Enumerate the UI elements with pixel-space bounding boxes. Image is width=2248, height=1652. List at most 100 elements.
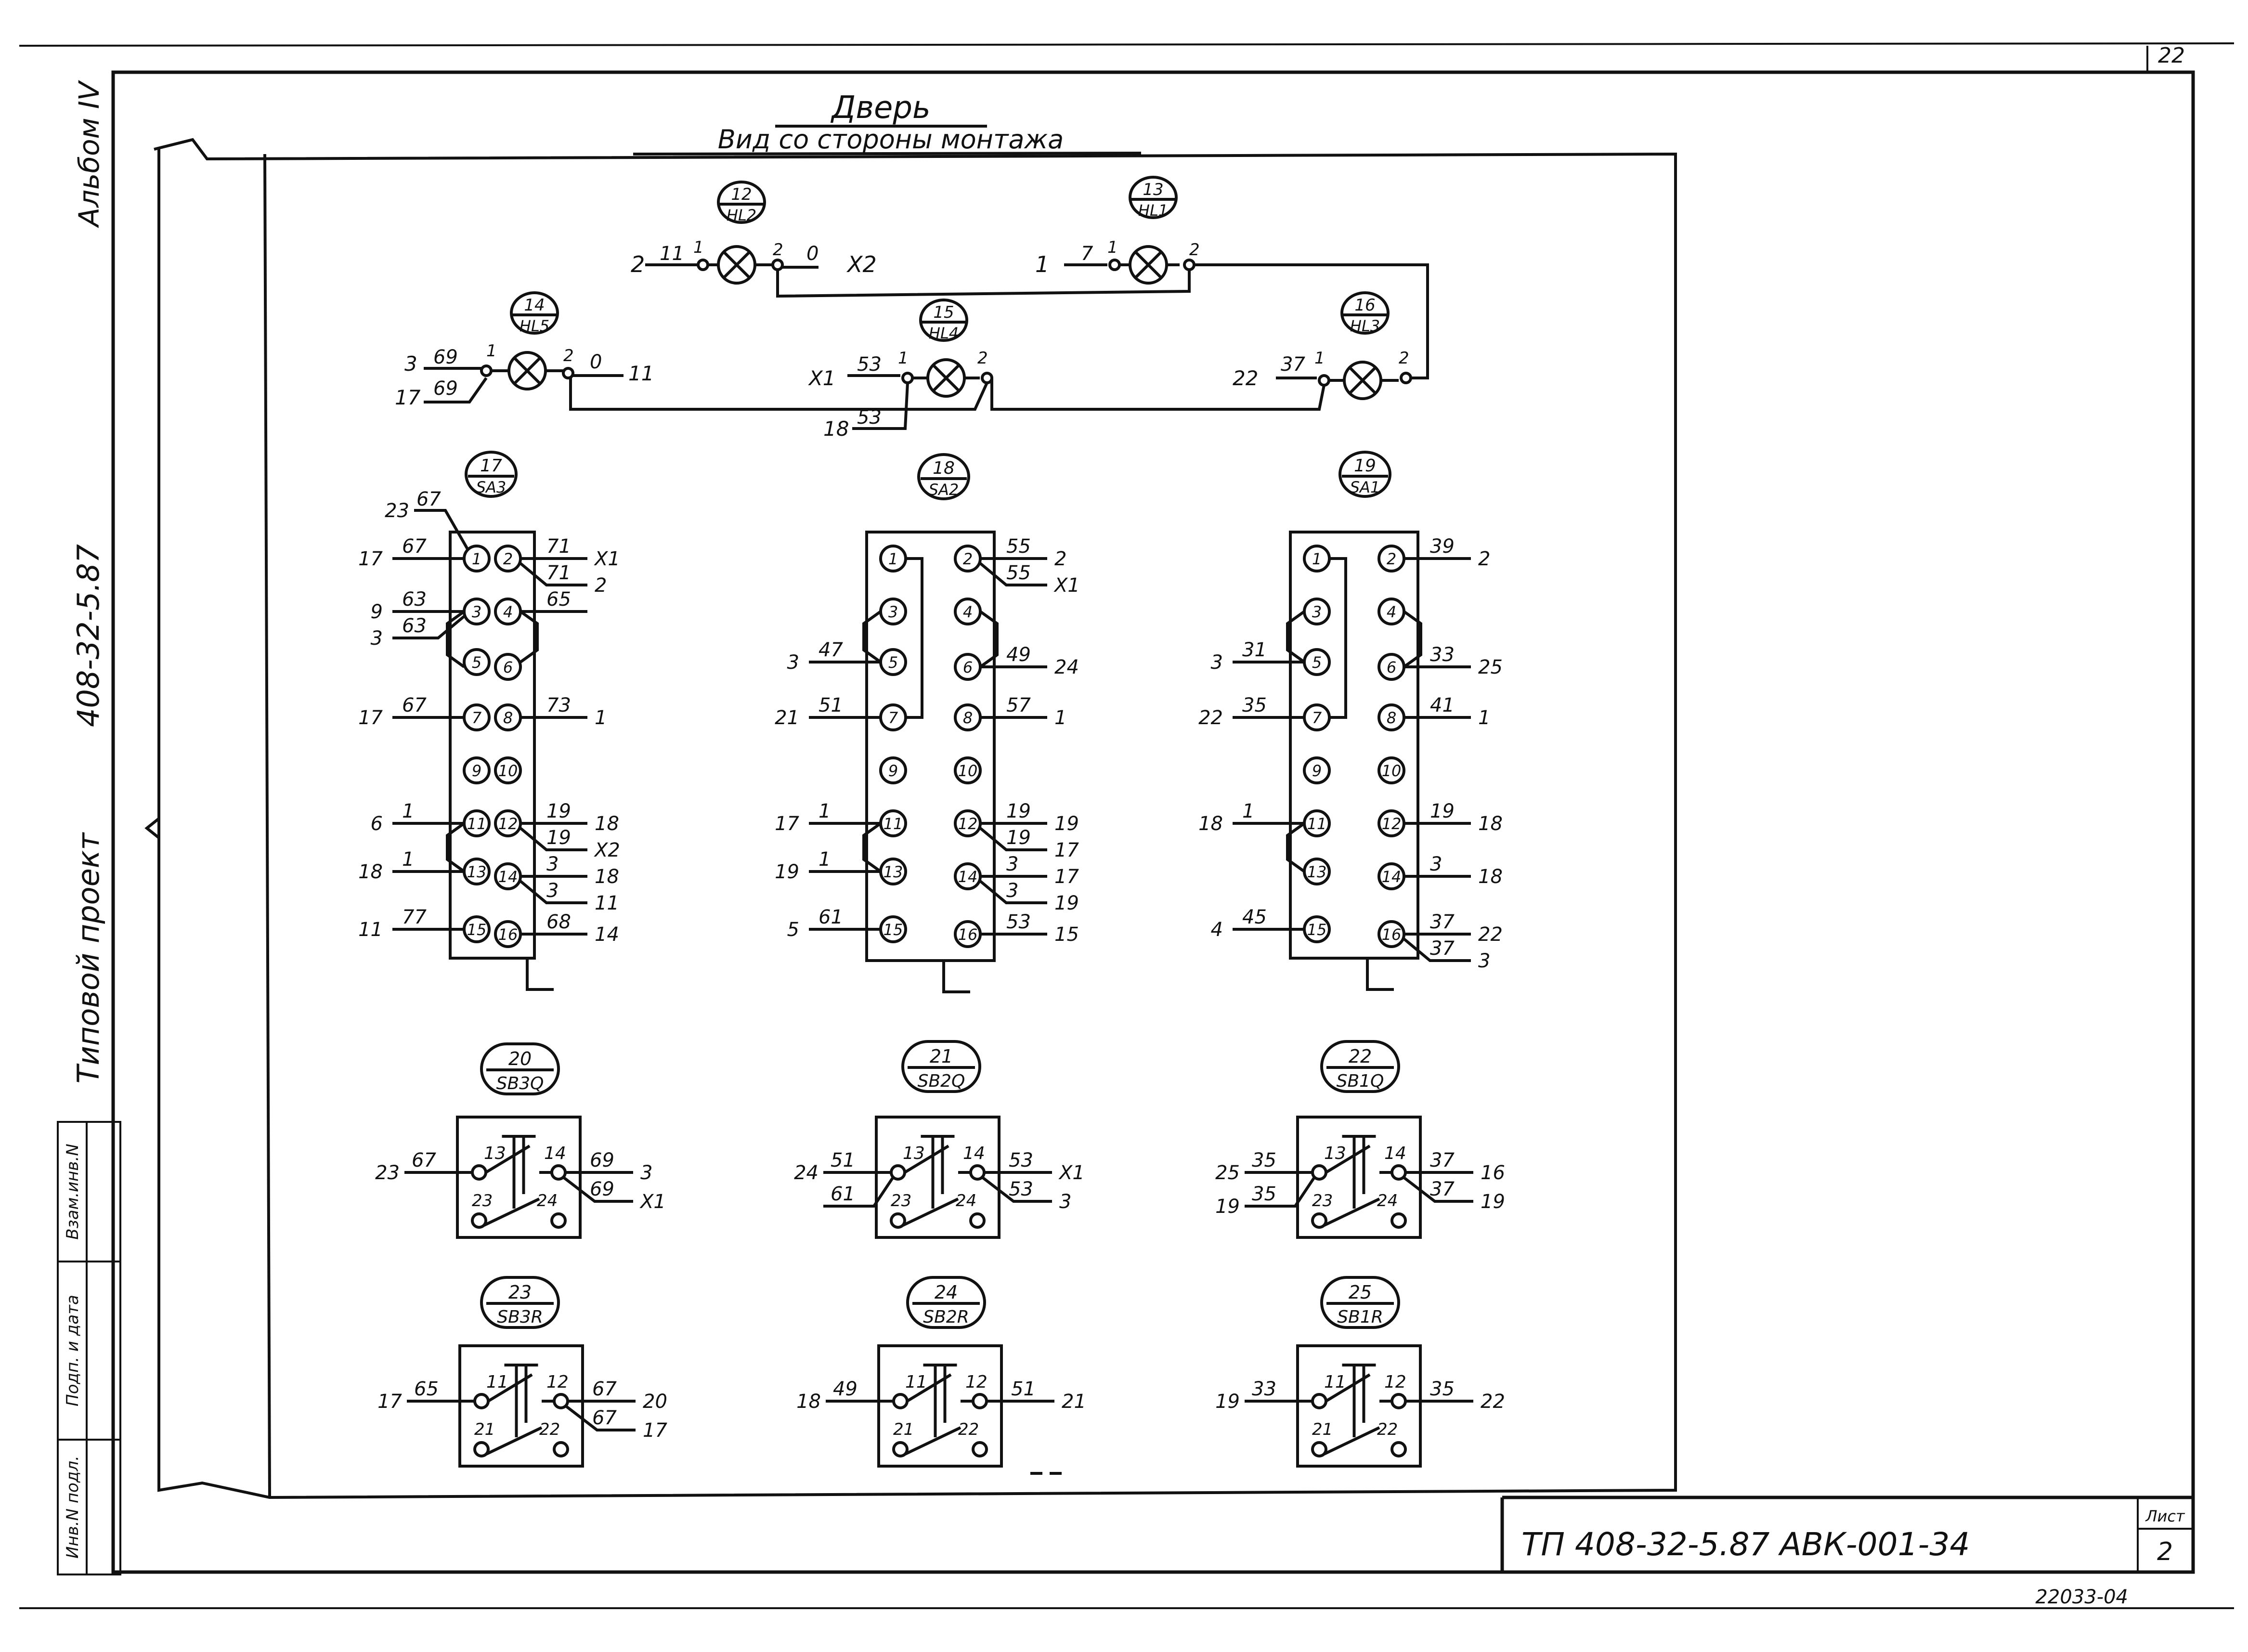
button-terminal (550, 1212, 567, 1229)
button-wire-dest: 3 (640, 1162, 652, 1184)
button-number: 22 (1349, 1046, 1372, 1067)
lamp-hl1: 13 HL1 1 7 1 2 (1035, 176, 1200, 285)
switch-pin-label: 6 (503, 658, 513, 676)
button-terminal-label: 14 (963, 1144, 985, 1163)
button-wire-number: 35 (1430, 1378, 1455, 1400)
switch-jumper (1403, 610, 1422, 668)
button-terminal-label: 23 (472, 1191, 493, 1210)
lamp-hl2-right-dest: X2 (846, 251, 877, 277)
button-contact (1323, 1197, 1380, 1227)
switch-pin-label: 16 (1382, 925, 1402, 944)
switch-wire-dest: X1 (594, 548, 620, 570)
album-label: Альбом IV (73, 79, 105, 228)
lamp-hl3-ref: HL3 (1350, 317, 1380, 335)
button-wire-number: 69 (590, 1149, 614, 1171)
switch-wire-dest: 3 (1478, 950, 1490, 972)
switch-pin-label: 4 (1387, 603, 1396, 621)
switch-jumper (906, 557, 923, 719)
switch-wire-number: 3 (546, 880, 559, 902)
button-wire-dest: 16 (1481, 1162, 1505, 1184)
switch-pin-label: 9 (472, 762, 481, 780)
switch-pin-label: 4 (963, 603, 973, 621)
switch-label-ellipse (465, 451, 518, 498)
switch-handle (526, 958, 554, 991)
switch-wire-dest: 18 (1478, 866, 1503, 888)
switch-wire-number: 53 (1006, 911, 1031, 933)
button-contact (902, 1197, 959, 1227)
button-terminal-label: 14 (544, 1144, 566, 1163)
button-wire-dest: 17 (377, 1391, 402, 1413)
button-contact (1325, 1373, 1371, 1403)
button-wire-number: 37 (1430, 1178, 1455, 1200)
switch-wire-number: 45 (1242, 906, 1267, 928)
switch-pin (463, 756, 491, 784)
switch-ref: SA1 (1350, 478, 1380, 496)
lamp-hl5-left-wire2: 69 (433, 377, 458, 400)
button-wire-dest: 21 (1062, 1391, 1086, 1413)
switch-ref: SA2 (929, 481, 959, 499)
switch-pin (954, 756, 982, 784)
switch-wire-number: 19 (546, 800, 571, 822)
switch-wire-dest: 6 (371, 813, 383, 835)
switch-wire-dest: 25 (1478, 656, 1503, 678)
button-wire-dest: 17 (643, 1419, 667, 1442)
switch-pin-label: 11 (467, 815, 487, 833)
button-wire-dest: 3 (1059, 1191, 1071, 1213)
button-terminal-label: 12 (546, 1372, 569, 1392)
left-margin: Альбом IV 408-32-5.87 Типовой проект Инв… (57, 79, 121, 1575)
switch-wire-dest: 18 (358, 861, 383, 883)
button-terminal (972, 1393, 988, 1409)
switch-wire-number: 3 (1006, 853, 1018, 875)
lamp-hl3-pin2: 2 (1399, 349, 1409, 368)
switch-jumper (1286, 822, 1305, 873)
switch-pin-label: 9 (888, 762, 898, 780)
switch-pin-label: 2 (963, 550, 973, 568)
button-contact (904, 1426, 962, 1456)
button-terminal-label: 23 (891, 1191, 911, 1210)
button-wire-number: 49 (833, 1378, 858, 1400)
button-ref: SB3R (497, 1307, 543, 1327)
switch-wire-dest: 11 (358, 919, 383, 941)
switch-wire-dest: 3 (371, 627, 383, 650)
lamp-hl1-pin1: 1 (1107, 238, 1118, 257)
switch-pin (879, 756, 907, 784)
button-wire-dest: 24 (794, 1162, 819, 1184)
button-terminal-label: 23 (1312, 1191, 1333, 1210)
switch-wire-dest: 17 (358, 707, 383, 729)
button-wire-dest: 25 (1215, 1162, 1240, 1184)
button-body (1296, 1116, 1422, 1239)
switch-pin-label: 8 (503, 709, 513, 727)
switch-wire-dest: 21 (775, 707, 799, 729)
switch-pin-label: 1 (1312, 550, 1322, 568)
button-wire-dest: 19 (1215, 1196, 1240, 1218)
lamp-hl5-right-dest: 11 (628, 362, 654, 385)
switch-pin (1303, 756, 1331, 784)
switch-wire (392, 615, 465, 639)
button-wire-number: 53 (1009, 1149, 1033, 1171)
button-terminal-label: 21 (1312, 1420, 1333, 1439)
switch-wire-dest: 1 (595, 707, 607, 729)
switch-pin-label: 3 (472, 603, 481, 621)
button-terminal-label: 13 (1324, 1144, 1346, 1163)
switch-wire-number: 57 (1006, 694, 1031, 716)
button-terminal (553, 1393, 569, 1409)
sheet-label: Лист (2145, 1507, 2185, 1525)
lamp-hl1-left-wire: 7 (1081, 243, 1093, 265)
switch-handle (1366, 958, 1394, 991)
switch-pin-label: 14 (498, 868, 518, 886)
button-wire (823, 1176, 895, 1208)
switch-wire (979, 562, 1047, 586)
button-terminal-label: 12 (965, 1372, 988, 1392)
lamp-hl5-left-dest2: 17 (395, 386, 421, 409)
button-wire-dest: X1 (639, 1191, 666, 1213)
button-wire-dest: X1 (1058, 1162, 1085, 1184)
switch-handle (942, 961, 970, 993)
button-wire-number: 51 (1011, 1378, 1036, 1400)
lamp-hl1-pin2: 2 (1189, 240, 1200, 260)
button-contact (1325, 1145, 1371, 1174)
